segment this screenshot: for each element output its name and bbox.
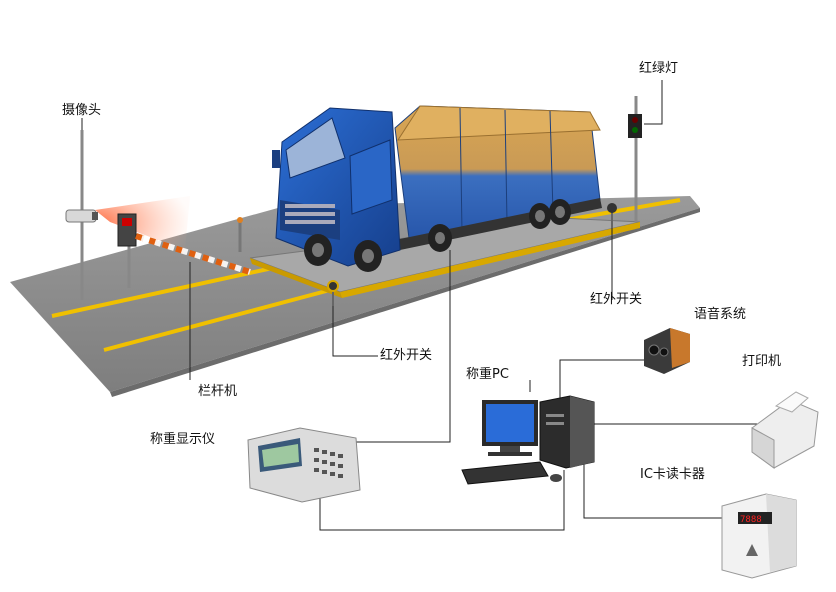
label-voice-system: 语音系统 — [694, 307, 747, 322]
barrier-gate-icon — [117, 213, 251, 288]
ic-card-reader-icon: 7888 — [721, 493, 797, 579]
label-weight-display: 称重显示仪 — [150, 432, 216, 447]
label-weighing-pc: 称重PC — [466, 367, 509, 382]
truck-icon — [272, 105, 602, 272]
label-ir-switch-left: 红外开关 — [380, 348, 433, 363]
label-ic-reader: IC卡读卡器 — [640, 467, 705, 482]
printer-icon — [751, 391, 819, 469]
label-camera: 摄像头 — [62, 103, 102, 118]
connector-lines — [81, 80, 760, 531]
pc-icon — [461, 395, 595, 485]
traffic-light-icon — [628, 96, 642, 222]
label-ir-switch-right: 红外开关 — [590, 292, 643, 307]
speaker-icon — [644, 328, 690, 374]
camera-icon — [65, 130, 190, 300]
weight-indicator-icon — [247, 427, 361, 503]
label-printer: 打印机 — [742, 354, 782, 369]
label-barrier: 栏杆机 — [198, 384, 238, 399]
ir-sensor-icon — [327, 203, 617, 306]
card-reader-display: 7888 — [740, 515, 762, 525]
label-traffic-light: 红绿灯 — [639, 61, 679, 76]
